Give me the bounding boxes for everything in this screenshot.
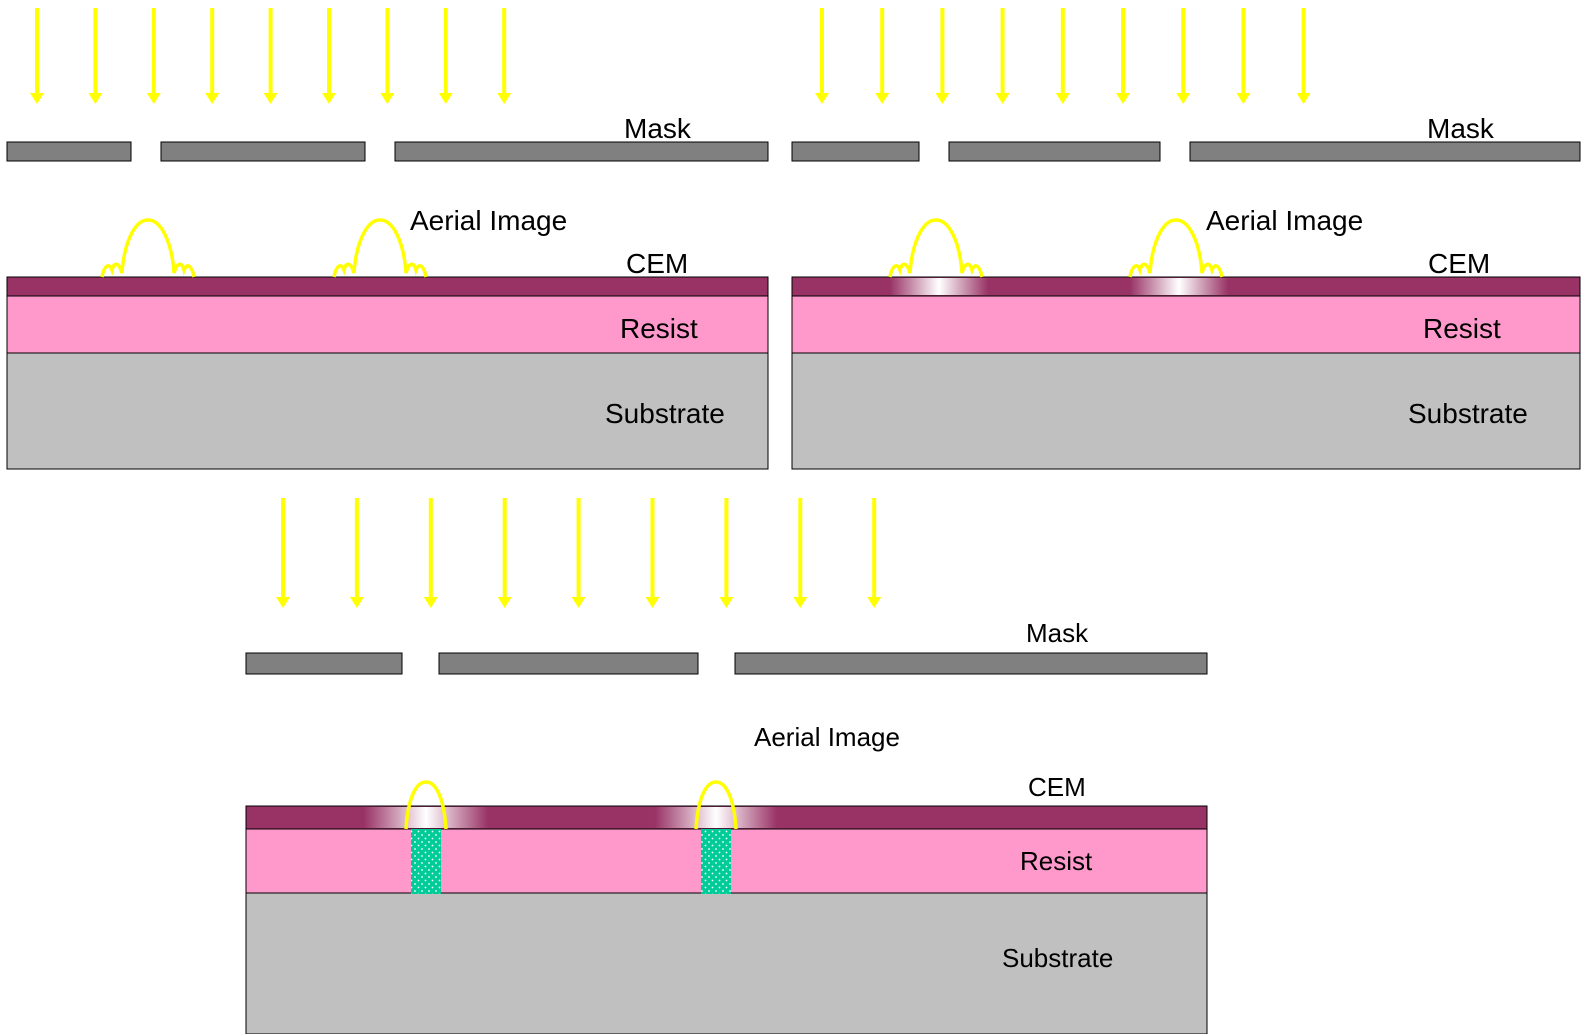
mask-segment [1189,141,1581,162]
cem-bleached-region [890,278,988,295]
mask-plate [791,141,1581,162]
mask-segment [394,141,769,162]
cem-bleached-region [1130,278,1228,295]
light-arrow [1296,8,1311,104]
aerial-image-profile [888,218,984,278]
light-arrow [867,498,882,608]
exposure-light-arrows [276,498,882,608]
cem-label: CEM [1428,248,1490,279]
light-arrow [1055,8,1070,104]
light-arrow [497,498,512,608]
light-arrow [935,8,950,104]
panel-3: Mask Aerial Image CEM Resist Substrate [245,498,1208,1034]
mask-label: Mask [624,113,692,144]
resist-layer [791,295,1581,354]
exposed-resist-region [411,829,441,894]
substrate-label: Substrate [1002,943,1113,973]
substrate-label: Substrate [605,398,725,429]
light-arrow [1116,8,1130,104]
light-arrow [995,8,1010,104]
light-arrow [205,8,220,104]
cem-layer [6,276,769,297]
resist-label: Resist [620,313,698,344]
light-arrow [380,8,395,104]
aerial-image-label: Aerial Image [754,722,900,752]
mask-segment [791,141,920,162]
light-arrow [423,498,438,608]
aerial-image-profile [694,780,738,830]
substrate-label: Substrate [1408,398,1528,429]
light-arrow [88,8,103,104]
light-arrow [571,498,586,608]
mask-segment [948,141,1161,162]
mask-label: Mask [1427,113,1495,144]
aerial-image-profile [100,218,196,278]
substrate-layer [791,352,1581,470]
mask-segment [160,141,366,162]
light-arrow [1176,8,1191,104]
mask-segment [6,141,132,162]
aerial-image-profile [404,780,448,830]
light-arrow [276,498,290,608]
light-arrow [793,498,808,608]
light-arrow [438,8,453,104]
light-arrow [30,8,44,104]
exposed-resist-region [701,829,731,894]
light-arrow [719,498,734,608]
light-arrow [875,8,890,104]
resist-label: Resist [1020,846,1093,876]
exposure-light-arrows [815,8,1311,104]
aerial-image-profile [1128,218,1224,278]
aerial-image-label: Aerial Image [410,205,567,236]
cem-bleached-region [655,807,777,828]
panel-1: Mask Aerial Image CEM Resist Substrate [6,8,769,470]
cem-bleached-region [364,807,488,828]
panel-2: Mask Aerial Image CEM Resist Substrate [791,8,1581,470]
cem-label: CEM [626,248,688,279]
mask-segment [245,652,403,675]
light-arrow [815,8,829,104]
light-arrow [1236,8,1251,104]
exposure-light-arrows [30,8,512,104]
mask-plate [6,141,769,162]
substrate-layer [245,892,1208,1034]
resist-layer [6,295,769,354]
aerial-image-profile [332,218,428,278]
light-arrow [497,8,512,104]
light-arrow [349,498,364,608]
substrate-layer [6,352,769,470]
mask-plate [245,652,1208,675]
light-arrow [322,8,336,104]
mask-segment [734,652,1208,675]
cem-label: CEM [1028,772,1086,802]
aerial-image-label: Aerial Image [1206,205,1363,236]
light-arrow [645,498,660,608]
light-arrow [263,8,278,104]
mask-segment [438,652,699,675]
mask-label: Mask [1026,618,1089,648]
resist-label: Resist [1423,313,1501,344]
light-arrow [146,8,161,104]
